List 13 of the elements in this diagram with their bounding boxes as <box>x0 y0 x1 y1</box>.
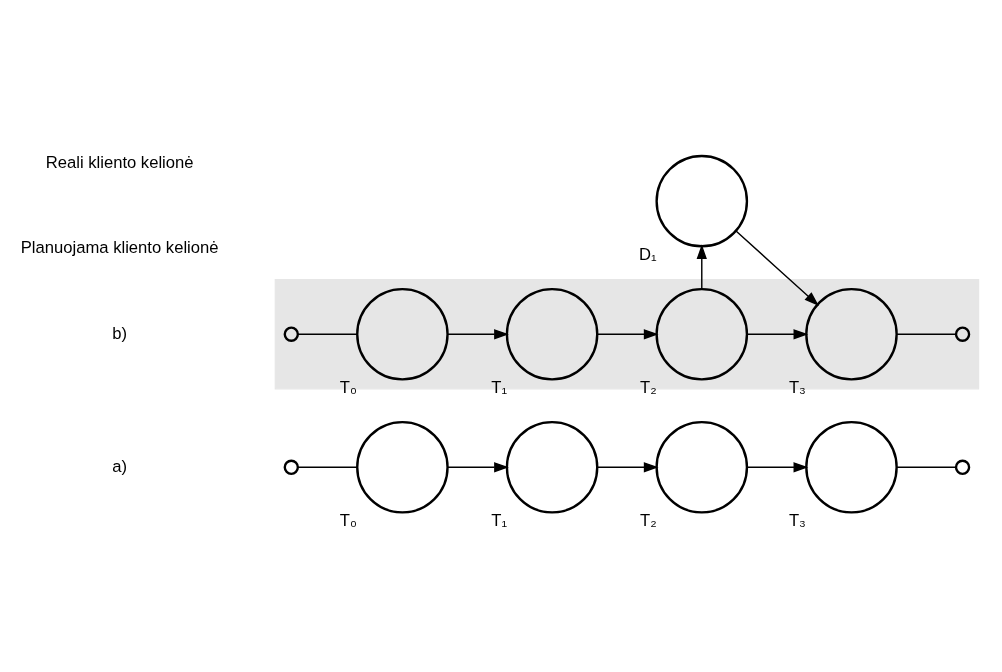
label: a) <box>112 456 128 476</box>
node-label: T₃ <box>788 510 806 530</box>
node-label: T₂ <box>640 510 657 530</box>
label: b) <box>112 323 128 343</box>
node-label: T₀ <box>339 377 357 397</box>
label: Planuojama kliento kelionė <box>20 238 219 258</box>
node-label: T₃ <box>788 377 806 397</box>
node-label: T₁ <box>491 377 508 397</box>
node-label: T₂ <box>640 377 657 397</box>
node-label: D₁ <box>638 244 657 264</box>
label: Reali kliento kelionė <box>45 152 194 172</box>
node-label: T₀ <box>339 510 357 530</box>
node-label: T₁ <box>491 510 508 530</box>
